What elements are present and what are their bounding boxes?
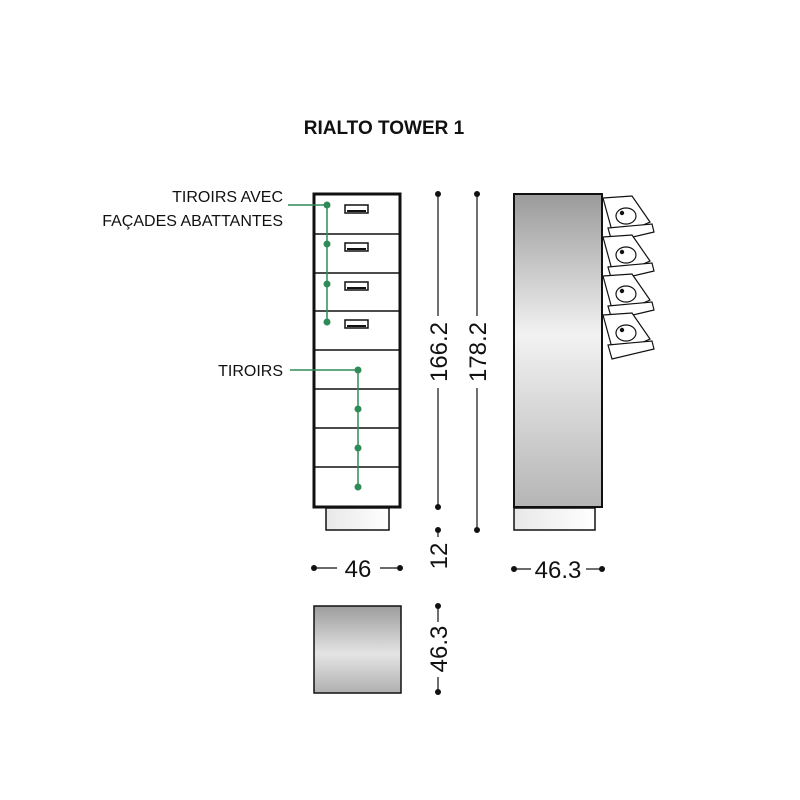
dim-front-width-label: 46 [345,556,372,583]
label-flap-drawers-line1: TIROIRS AVEC [172,189,283,206]
leader-dot [323,318,331,326]
leader-dot [354,366,362,374]
drawing-title: RIALTO TOWER 1 [304,118,465,139]
open-flap-drawer [602,195,655,243]
drawer-dividers [315,233,399,468]
side-view [513,193,655,531]
dimension-total-height: 178.2 [465,191,492,533]
drawer-handle [344,204,369,214]
leader-dot [323,240,331,248]
dimension-plinth-height: 12 [426,527,453,569]
open-flap-drawer [602,273,655,321]
drawer-handle [344,281,369,291]
top-view [313,605,402,694]
leader-drawers: TIROIRS [218,363,362,491]
label-drawers: TIROIRS [218,363,283,380]
dim-body-height-label: 166.2 [426,322,453,382]
dim-top-depth-label: 46.3 [426,626,453,673]
leader-flap-drawers: TIROIRS AVEC FAÇADES ABATTANTES [102,189,331,326]
label-flap-drawers-line2: FAÇADES ABATTANTES [102,213,283,230]
open-flap-drawers [602,195,655,360]
leader-dot [354,405,362,413]
dimension-body-height: 166.2 [426,191,453,510]
leader-dot [323,201,331,209]
side-plinth [513,507,596,531]
leader-dot [354,444,362,452]
dim-total-height-label: 178.2 [465,322,492,382]
front-view [312,192,402,531]
open-flap-drawer [602,312,655,360]
drawer-handle [344,319,369,329]
leader-dot [354,483,362,491]
cabinet-side-body [513,193,603,508]
drawer-handle [344,242,369,252]
front-plinth [325,507,390,531]
cabinet-top-surface [313,605,402,694]
dimension-front-width: 46 [311,556,403,583]
dim-side-depth-label: 46.3 [535,557,582,584]
dim-plinth-height-label: 12 [426,543,453,570]
leader-dot [323,280,331,288]
dimension-top-depth: 46.3 [426,603,453,695]
drawer-handles [344,204,369,329]
dimension-side-depth: 46.3 [511,557,605,584]
